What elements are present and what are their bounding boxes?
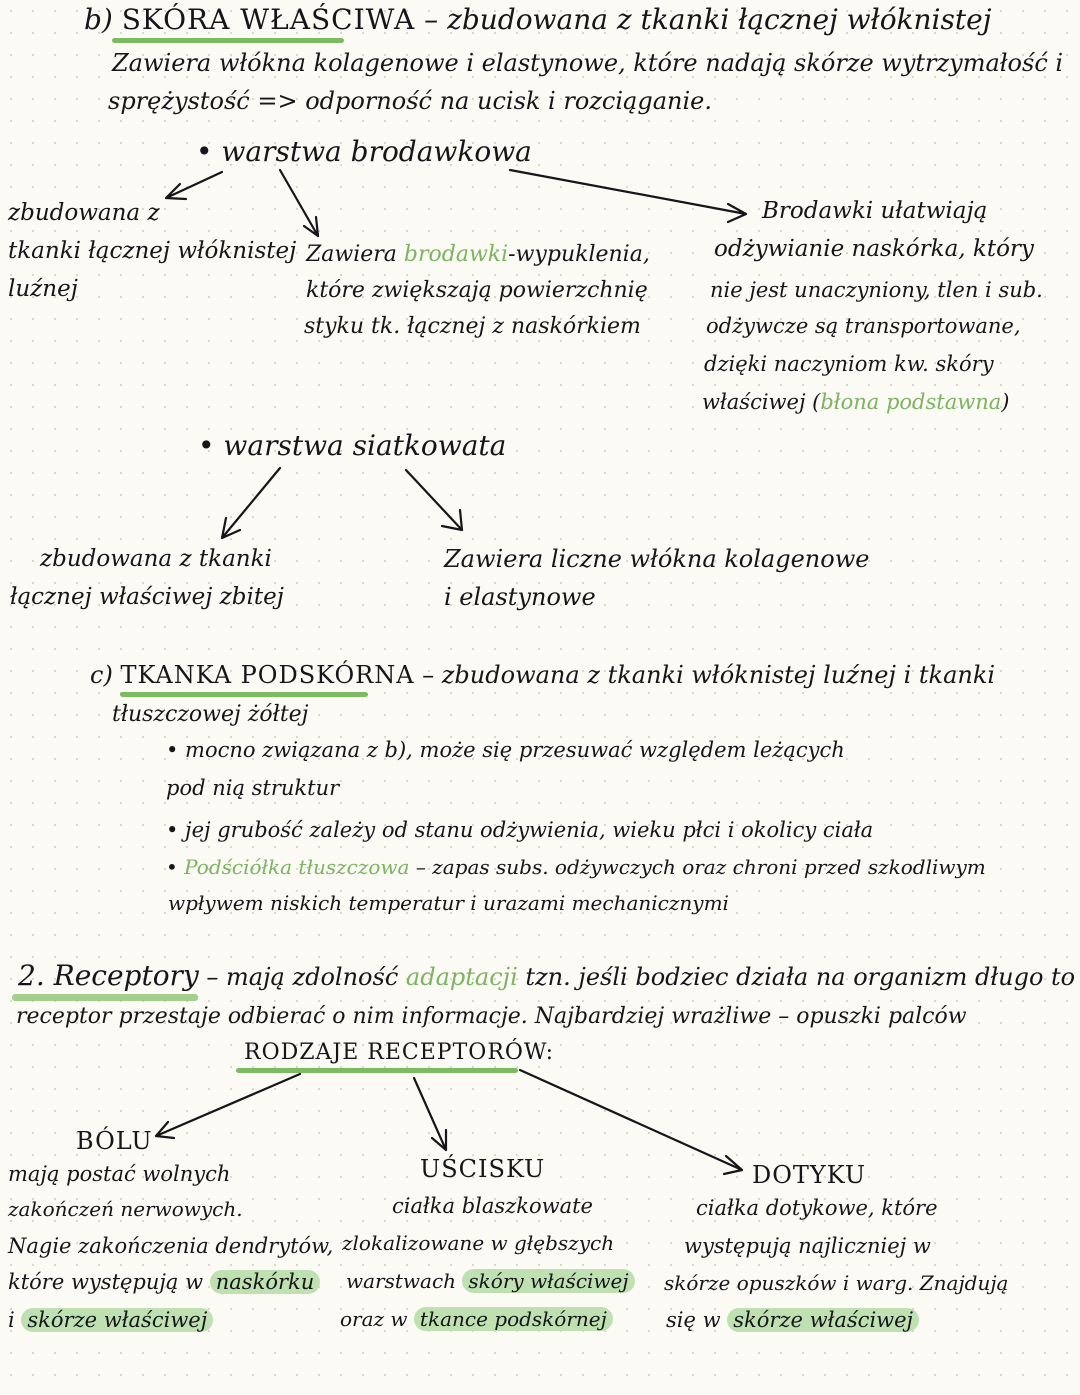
section-b-title-underline bbox=[112, 38, 344, 43]
dermis-highlight: skórze właściwej bbox=[21, 1308, 214, 1332]
pressure-receptor-line: ciałka blaszkowate bbox=[392, 1194, 593, 1218]
arrow-papillary-left bbox=[164, 170, 224, 201]
papillary-right-line: odżywcze są transportowane, bbox=[706, 314, 1021, 338]
section-c-bullet3: • Podściółka tłuszczowa – zapas subs. od… bbox=[166, 855, 986, 879]
pain-receptor-line: i skórze właściwej bbox=[8, 1308, 214, 1332]
section-c-title: TKANKA PODSKÓRNA bbox=[120, 661, 415, 689]
pain-receptor-line: zakończeń nerwowych. bbox=[8, 1197, 243, 1221]
section-c-bullet2: • jej grubość zależy od stanu odżywienia… bbox=[166, 818, 874, 842]
papillary-right-line: odżywianie naskórka, który bbox=[714, 236, 1034, 262]
reticular-left-line: łącznej właściwej zbitej bbox=[10, 584, 284, 610]
section-c-bullet1-line2: pod nią struktur bbox=[166, 776, 340, 800]
section-2-title: 2. Receptory bbox=[18, 959, 199, 992]
papillary-left-line: luźnej bbox=[8, 276, 78, 302]
papillary-left-line: zbudowana z bbox=[8, 200, 160, 226]
touch-receptor-line: się w skórze właściwej bbox=[666, 1308, 920, 1332]
reticular-layer-heading: • warstwa siatkowata bbox=[198, 429, 507, 462]
arrow-papillary-middle bbox=[278, 168, 320, 238]
section-c-bullet1-line1: • mocno związana z b), może się przesuwa… bbox=[166, 738, 845, 762]
pressure-receptor-line: warstwach skóry właściwej bbox=[346, 1269, 635, 1293]
dermis-highlight: skóry właściwej bbox=[462, 1269, 635, 1293]
arrow-papillary-right bbox=[508, 168, 748, 224]
receptor-types-underline bbox=[236, 1068, 518, 1073]
section-c-line2: tłuszczowej żółtej bbox=[112, 702, 309, 727]
section-b-title-suffix: – zbudowana z tkanki łącznej włóknistej bbox=[415, 3, 992, 36]
reticular-right-line: i elastynowe bbox=[444, 583, 596, 611]
papillary-layer-heading: • warstwa brodawkowa bbox=[196, 135, 532, 168]
fat-pad-term: Podściółka tłuszczowa bbox=[184, 855, 410, 879]
papillary-left-line: tkanki łącznej włóknistej bbox=[8, 238, 297, 264]
papillary-middle-line: styku tk. łącznej z naskórkiem bbox=[304, 314, 641, 339]
touch-receptor-line: ciałka dotykowe, które bbox=[696, 1196, 938, 1220]
papillary-right-line: dzięki naczyniom kw. skóry bbox=[704, 352, 994, 376]
papillary-right-line: nie jest unaczyniony, tlen i sub. bbox=[710, 278, 1043, 302]
section-c-bullet3-line2: wpływem niskich temperatur i urazami mec… bbox=[168, 891, 729, 915]
reticular-left-line: zbudowana z tkanki bbox=[40, 546, 272, 572]
basement-membrane-term: błona podstawna bbox=[820, 390, 1002, 414]
papillary-right-line: Brodawki ułatwiają bbox=[762, 198, 988, 224]
papillae-term: brodawki bbox=[403, 242, 509, 267]
touch-receptor-title: DOTYKU bbox=[752, 1161, 867, 1189]
section-b-line3: sprężystość => odporność na ucisk i rozc… bbox=[108, 87, 712, 115]
section-b-line2: Zawiera włókna kolagenowe i elastynowe, … bbox=[112, 49, 1064, 77]
section-b-title: SKÓRA WŁAŚCIWA bbox=[121, 3, 416, 36]
section-c-title-suffix: – zbudowana z tkanki włóknistej luźnej i… bbox=[414, 661, 996, 689]
receptor-types-heading: RODZAJE RECEPTORÓW: bbox=[244, 1040, 555, 1065]
arrow-receptor-pressure bbox=[412, 1076, 448, 1152]
pressure-receptor-line: zlokalizowane w głębszych bbox=[342, 1231, 615, 1255]
reticular-right-line: Zawiera liczne włókna kolagenowe bbox=[444, 545, 870, 573]
section-c-title-underline bbox=[120, 692, 368, 697]
section-2-line1: 2. Receptory – mają zdolność adaptacji t… bbox=[18, 959, 1076, 992]
pain-receptor-title: BÓLU bbox=[76, 1127, 153, 1155]
dermis-highlight: skórze właściwej bbox=[727, 1308, 920, 1332]
section-b-heading: b) SKÓRA WŁAŚCIWA – zbudowana z tkanki ł… bbox=[84, 3, 992, 36]
arrow-receptor-touch bbox=[518, 1068, 744, 1176]
adaptation-term: adaptacji bbox=[405, 963, 518, 991]
arrow-receptor-pain bbox=[154, 1072, 302, 1140]
section-2-line2: receptor przestaje odbierać o nim inform… bbox=[16, 1004, 967, 1029]
pressure-receptor-title: UŚCISKU bbox=[420, 1155, 546, 1183]
papillary-middle-line: Zawiera brodawki-wypuklenia, bbox=[306, 242, 650, 267]
section-c-prefix: c) bbox=[90, 661, 121, 689]
arrow-reticular-left bbox=[220, 466, 282, 540]
section-2-title-underline bbox=[12, 994, 198, 1001]
pressure-receptor-line: oraz w tkance podskórnej bbox=[340, 1307, 613, 1331]
touch-receptor-line: występują najliczniej w bbox=[684, 1234, 931, 1258]
subcutaneous-tissue-highlight: tkance podskórnej bbox=[413, 1307, 613, 1331]
epidermis-highlight: naskórku bbox=[209, 1270, 321, 1294]
pain-receptor-line: Nagie zakończenia dendrytów, bbox=[8, 1234, 334, 1258]
papillary-right-line: właściwej (błona podstawna) bbox=[702, 390, 1010, 414]
papillary-middle-line: które zwiększają powierzchnię bbox=[306, 278, 648, 303]
arrow-reticular-right bbox=[404, 468, 464, 532]
touch-receptor-line: skórze opuszków i warg. Znajdują bbox=[664, 1271, 1009, 1295]
section-c-heading: c) TKANKA PODSKÓRNA – zbudowana z tkanki… bbox=[90, 661, 996, 690]
pain-receptor-line: mają postać wolnych bbox=[8, 1162, 231, 1186]
pain-receptor-line: które występują w naskórku bbox=[8, 1270, 321, 1294]
section-b-prefix: b) bbox=[84, 3, 122, 36]
